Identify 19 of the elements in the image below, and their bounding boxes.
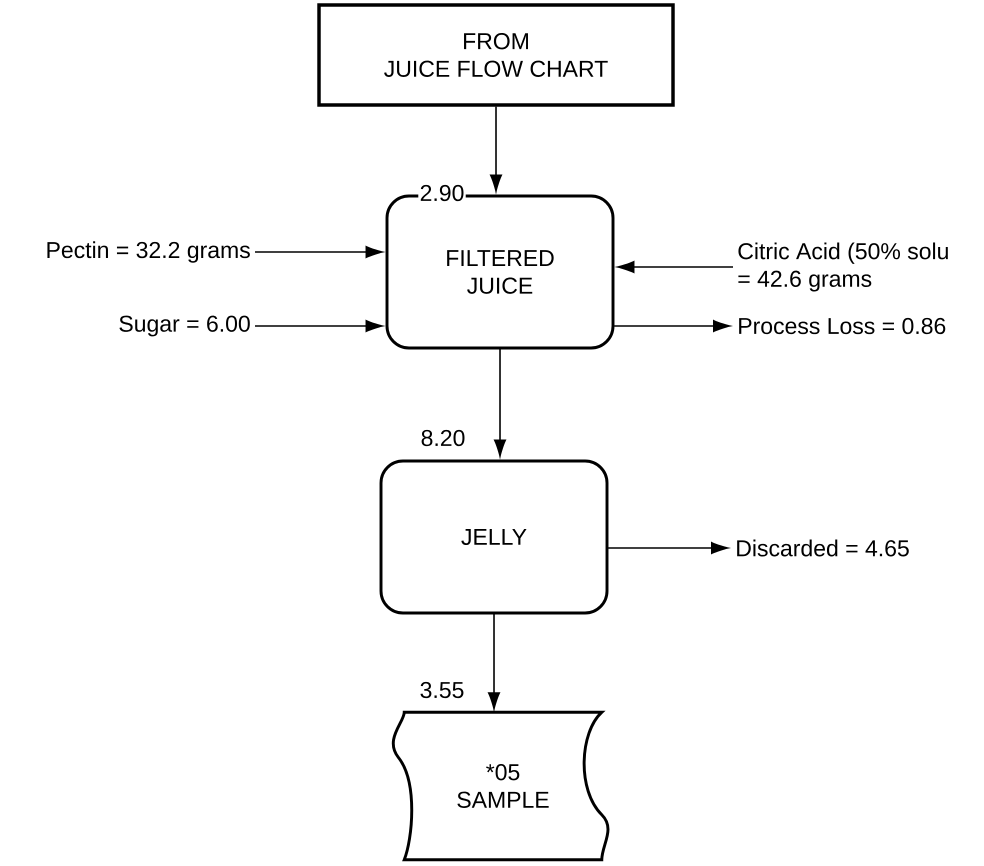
flow-text: Discarded = 4.65 xyxy=(737,540,909,556)
arrow xyxy=(494,349,506,457)
edge-label: 2.90 xyxy=(418,184,466,202)
arrow xyxy=(255,246,383,258)
flow-text: Pectin = 32.2 grams xyxy=(47,241,250,263)
arrow xyxy=(488,614,500,710)
arrow xyxy=(490,106,502,192)
flow-text: Process Loss = 0.86 xyxy=(739,318,946,334)
arrow xyxy=(617,261,733,273)
source-box: FROM JUICE FLOW CHART xyxy=(317,3,675,107)
process-box: JELLY xyxy=(380,460,608,614)
edge-label: 8.20 xyxy=(419,428,467,448)
arrow xyxy=(255,320,383,332)
flow-text: Citric Acid (50% solu = 42.6 grams xyxy=(738,242,948,292)
edge-label: 3.55 xyxy=(418,680,466,700)
flow-text: Sugar = 6.00 xyxy=(119,316,250,336)
arrow xyxy=(608,542,728,554)
arrow xyxy=(614,320,730,332)
output-box: *05 SAMPLE xyxy=(392,710,610,862)
